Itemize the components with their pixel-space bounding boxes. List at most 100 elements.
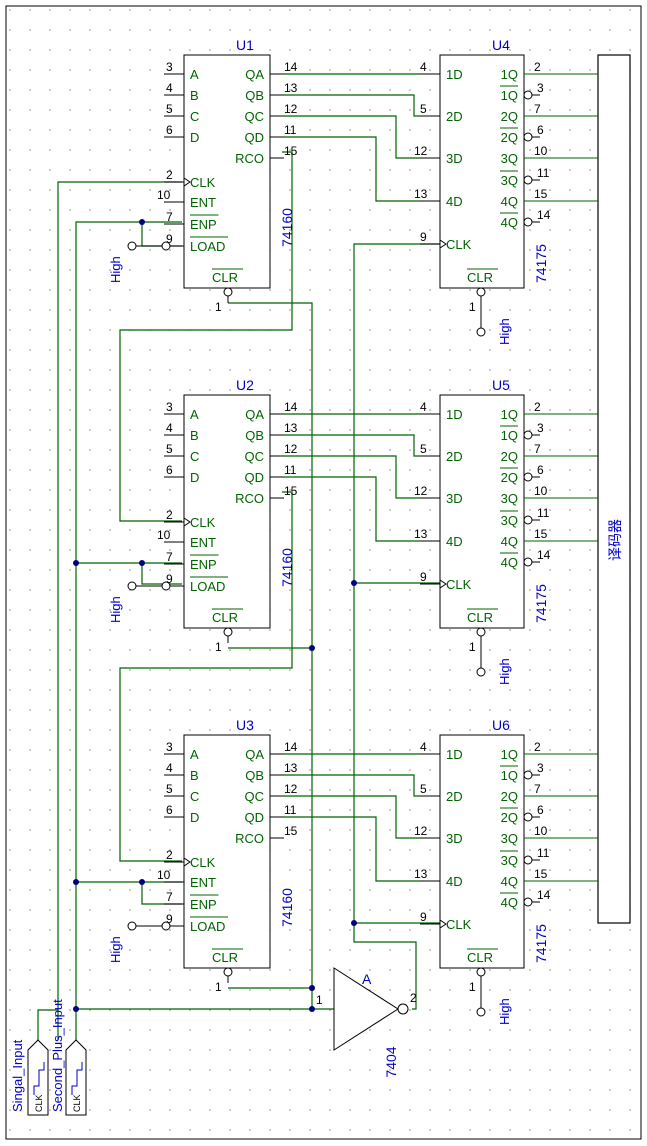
pin-number: 4: [166, 761, 173, 775]
signal-input-source: CLK Singal_Input: [10, 1039, 49, 1116]
pin-4d: 4D: [446, 534, 463, 549]
decoder-label: 译码器: [607, 519, 623, 561]
high-terminal: [476, 1007, 486, 1017]
pin-qd: QD: [245, 470, 265, 485]
pin-number: 14: [537, 548, 551, 562]
pin-clr: CLR: [212, 270, 238, 285]
q-to-d-wire: [284, 455, 420, 499]
second-plus-input-label: Second_Plus_Input: [50, 999, 65, 1112]
clr-bubble: [223, 967, 233, 977]
q-to-d-wire: [284, 136, 420, 202]
pin-c: C: [190, 109, 199, 124]
pin-2q: 2Q: [501, 130, 518, 145]
pin-qc: QC: [245, 109, 265, 124]
pin-2q: 2Q: [501, 470, 518, 485]
high-label: High: [108, 596, 123, 623]
pin-number: 7: [166, 550, 173, 564]
pin-2q: 2Q: [501, 810, 518, 825]
pin-number: 2: [534, 60, 541, 74]
pin-number: 3: [166, 400, 173, 414]
pin-number: 6: [537, 123, 544, 137]
counter-type: 74160: [279, 548, 295, 587]
pin-clk: CLK: [190, 855, 216, 870]
q-to-d-wire: [284, 115, 420, 159]
latch-type: 74175: [533, 584, 549, 623]
pin-3d: 3D: [446, 831, 463, 846]
clock-edge-mark: [439, 239, 447, 249]
pin-4q: 4Q: [501, 895, 518, 910]
pin-number: 15: [534, 187, 548, 201]
pin-number: 13: [414, 187, 428, 201]
decoder-block: 译码器: [597, 54, 631, 924]
inverted-q-bubble: [523, 770, 533, 780]
pin-number: 7: [166, 890, 173, 904]
pin-1q: 1Q: [501, 747, 518, 762]
high-label: High: [497, 658, 512, 685]
pin-number: 6: [537, 803, 544, 817]
pin-rco: RCO: [235, 491, 264, 506]
clr-bubble: [223, 627, 233, 637]
pin-b: B: [190, 768, 199, 783]
clock-edge-mark: [439, 579, 447, 589]
pin-1q: 1Q: [501, 428, 518, 443]
pin-number: 6: [166, 803, 173, 817]
clock-edge-mark: [183, 857, 191, 867]
pin-4q: 4Q: [501, 555, 518, 570]
pin-number: 15: [284, 824, 298, 838]
pin-c: C: [190, 449, 199, 464]
pin-4q: 4Q: [501, 215, 518, 230]
pin-load: LOAD: [190, 239, 225, 254]
pin-clr: CLR: [467, 270, 493, 285]
pin-number: 12: [414, 484, 428, 498]
pin-1q: 1Q: [501, 67, 518, 82]
pin-clk: CLK: [190, 515, 216, 530]
pin-2q: 2Q: [501, 449, 518, 464]
pin-number: 9: [166, 572, 173, 586]
pin-clr: CLR: [467, 610, 493, 625]
pin-3d: 3D: [446, 151, 463, 166]
latch-ref: U5: [492, 377, 510, 393]
pin-number: 15: [534, 867, 548, 881]
pin-number: 2: [534, 740, 541, 754]
pin-number: 15: [284, 484, 298, 498]
pin-3q: 3Q: [501, 831, 518, 846]
pin-number: 9: [420, 570, 427, 584]
pin-number: 5: [420, 442, 427, 456]
pin-3d: 3D: [446, 491, 463, 506]
latch-type: 74175: [533, 924, 549, 963]
inverted-q-bubble: [523, 217, 533, 227]
pin-rco: RCO: [235, 831, 264, 846]
pin-number: 11: [537, 506, 550, 520]
counter-type: 74160: [279, 888, 295, 927]
pin-number: 9: [420, 910, 427, 924]
latch-ref: U6: [492, 717, 510, 733]
pin-3q: 3Q: [501, 513, 518, 528]
pin-number: 4: [166, 421, 173, 435]
pin-number: 1: [215, 300, 222, 314]
inverter-type: 7404: [383, 1046, 399, 1077]
pin-4d: 4D: [446, 874, 463, 889]
pin-2q: 2Q: [501, 789, 518, 804]
pin-number: 2: [166, 848, 173, 862]
pin-clk: CLK: [446, 237, 472, 252]
pin-qc: QC: [245, 789, 265, 804]
pin-number: 10: [534, 824, 548, 838]
pin-d: D: [190, 130, 199, 145]
pin-number: 7: [166, 210, 173, 224]
pin-enp: ENP: [190, 217, 217, 232]
junction-dots: [73, 219, 357, 1012]
pin-number: 10: [157, 188, 171, 202]
pin-qb: QB: [245, 428, 264, 443]
pin-number: 10: [157, 868, 171, 882]
pin-number: 14: [284, 400, 298, 414]
pin-4d: 4D: [446, 194, 463, 209]
pin-enp: ENP: [190, 897, 217, 912]
high-label: High: [108, 936, 123, 963]
pin-load: LOAD: [190, 919, 225, 934]
pin-number: 6: [166, 123, 173, 137]
